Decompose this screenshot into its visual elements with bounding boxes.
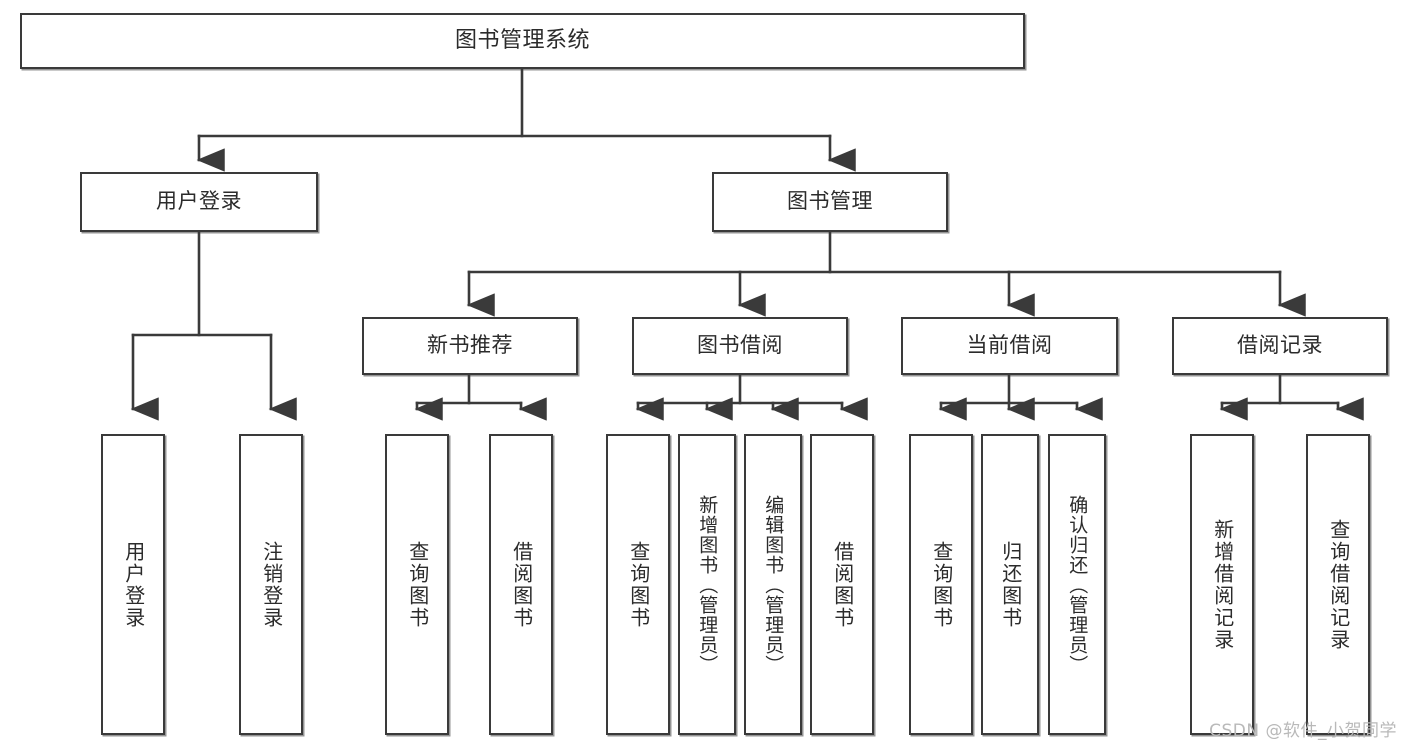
node-book-manage-label: 图书管理 bbox=[787, 189, 873, 214]
leaf-user-login-logout-label: 注销登录 bbox=[259, 540, 284, 629]
leaf-current-borrow-return-label: 归还图书 bbox=[998, 540, 1023, 629]
node-book-borrow[interactable]: 图书借阅 bbox=[632, 317, 848, 375]
node-new-book-recommend-label: 新书推荐 bbox=[427, 333, 513, 358]
leaf-new-book-query[interactable]: 查询图书 bbox=[385, 434, 449, 735]
leaf-borrow-records-query-label: 查询借阅记录 bbox=[1326, 518, 1351, 651]
leaf-current-borrow-confirm[interactable]: 确认归还（管理员） bbox=[1048, 434, 1106, 735]
node-borrow-records[interactable]: 借阅记录 bbox=[1172, 317, 1388, 375]
leaf-book-borrow-edit-label: 编辑图书（管理员） bbox=[762, 494, 785, 675]
leaf-book-borrow-edit[interactable]: 编辑图书（管理员） bbox=[744, 434, 802, 735]
node-user-login-label: 用户登录 bbox=[156, 189, 242, 214]
leaf-book-borrow-add-label: 新增图书（管理员） bbox=[696, 494, 719, 675]
node-borrow-records-label: 借阅记录 bbox=[1237, 333, 1323, 358]
leaf-user-login-login[interactable]: 用户登录 bbox=[101, 434, 165, 735]
leaf-new-book-borrow-label: 借阅图书 bbox=[509, 540, 534, 629]
node-current-borrow[interactable]: 当前借阅 bbox=[901, 317, 1118, 375]
leaf-user-login-login-label: 用户登录 bbox=[121, 540, 146, 629]
leaf-user-login-logout[interactable]: 注销登录 bbox=[239, 434, 303, 735]
leaf-borrow-records-query[interactable]: 查询借阅记录 bbox=[1306, 434, 1370, 735]
leaf-current-borrow-return[interactable]: 归还图书 bbox=[981, 434, 1039, 735]
node-user-login[interactable]: 用户登录 bbox=[80, 172, 318, 232]
leaf-borrow-records-add[interactable]: 新增借阅记录 bbox=[1190, 434, 1254, 735]
leaf-book-borrow-query-label: 查询图书 bbox=[626, 540, 651, 629]
leaf-current-borrow-confirm-label: 确认归还（管理员） bbox=[1066, 494, 1089, 675]
leaf-book-borrow-add[interactable]: 新增图书（管理员） bbox=[678, 434, 736, 735]
leaf-new-book-query-label: 查询图书 bbox=[405, 540, 430, 629]
leaf-book-borrow-query[interactable]: 查询图书 bbox=[606, 434, 670, 735]
node-book-manage[interactable]: 图书管理 bbox=[712, 172, 948, 232]
leaf-current-borrow-query-label: 查询图书 bbox=[929, 540, 954, 629]
leaf-current-borrow-query[interactable]: 查询图书 bbox=[909, 434, 973, 735]
node-book-borrow-label: 图书借阅 bbox=[697, 333, 783, 358]
csdn-watermark: CSDN @软件_小贺同学 bbox=[1209, 721, 1397, 741]
node-new-book-recommend[interactable]: 新书推荐 bbox=[362, 317, 578, 375]
leaf-borrow-records-add-label: 新增借阅记录 bbox=[1210, 518, 1235, 651]
node-root[interactable]: 图书管理系统 bbox=[20, 13, 1025, 69]
leaf-book-borrow-borrow[interactable]: 借阅图书 bbox=[810, 434, 874, 735]
leaf-new-book-borrow[interactable]: 借阅图书 bbox=[489, 434, 553, 735]
leaf-book-borrow-borrow-label: 借阅图书 bbox=[830, 540, 855, 629]
node-root-label: 图书管理系统 bbox=[454, 27, 590, 53]
node-current-borrow-label: 当前借阅 bbox=[966, 333, 1053, 358]
